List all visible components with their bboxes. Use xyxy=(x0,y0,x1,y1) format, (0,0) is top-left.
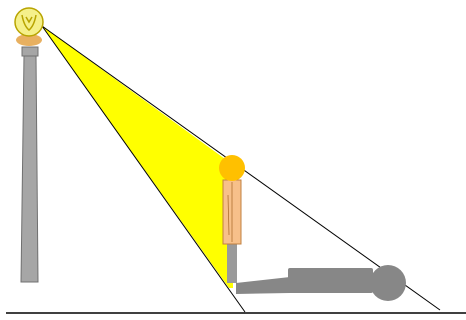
light-bulb-icon xyxy=(15,8,43,36)
shadow-icon xyxy=(236,265,406,301)
person-legs xyxy=(227,243,237,283)
lamp-collar xyxy=(22,47,38,56)
street-lamp-icon xyxy=(15,8,43,282)
person-head xyxy=(219,155,245,181)
lamp-pole xyxy=(21,55,38,282)
light-beam xyxy=(42,26,233,288)
